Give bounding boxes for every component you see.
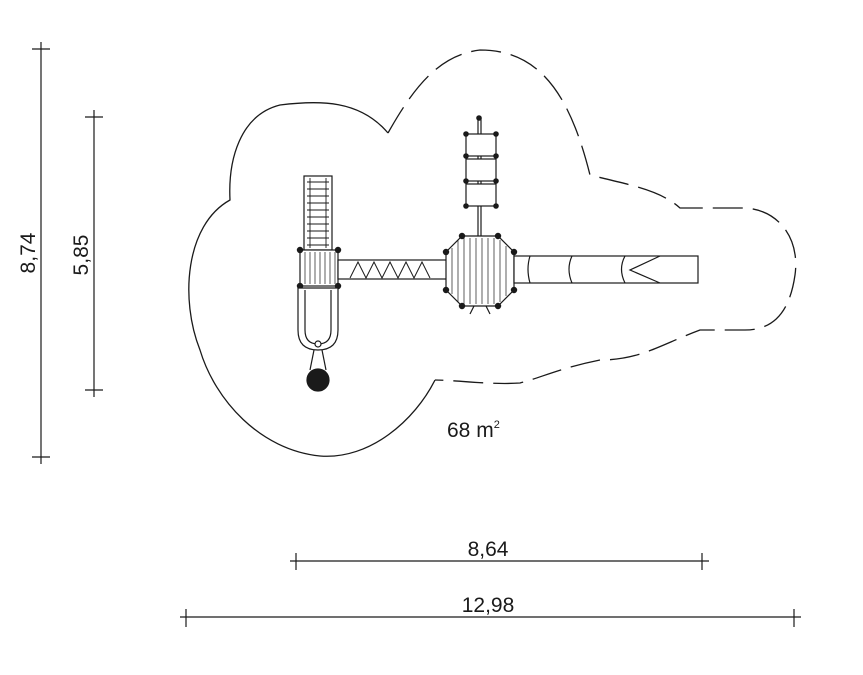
right-tower [442,232,518,315]
dimension-structure-width [290,553,709,570]
dimension-total-width [180,609,801,627]
octagonal-platform [445,235,515,307]
bridge-zigzag [349,260,431,280]
net-climber [463,115,499,236]
structure-width-label: 8,64 [468,538,509,561]
area-unit-superscript: 2 [494,419,500,431]
octagon-foot-a [469,305,475,315]
black-ball-icon [306,368,330,392]
platform-planks-right [451,238,507,304]
dimension-structure-height [85,110,103,397]
ladder-rungs [307,178,329,248]
octagon-foot-b [485,305,491,315]
safety-zone-dashed-right [387,49,797,385]
safety-zone-solid-left [188,101,436,457]
left-tower [296,175,342,392]
structure-height-label: 5,85 [70,235,93,276]
pole-line-b [321,349,327,371]
total-width-label: 12,98 [462,594,515,617]
corner-posts-right [442,232,518,310]
safety-zone-outline [188,49,797,457]
dimension-total-height [32,42,50,464]
climbing-ladder [303,175,333,251]
pole-line-a [309,349,315,371]
tube-slide [513,255,699,284]
total-height-label: 8,74 [17,232,40,273]
corner-posts-left [296,246,342,290]
area-value: 68 m [447,419,494,442]
straight-slide [297,287,339,351]
connecting-bridge [337,259,449,280]
platform-planks-left [304,252,336,284]
pole-top [314,340,322,348]
area-label: 68 m2 [447,419,500,442]
tower-platform-left [299,249,339,287]
